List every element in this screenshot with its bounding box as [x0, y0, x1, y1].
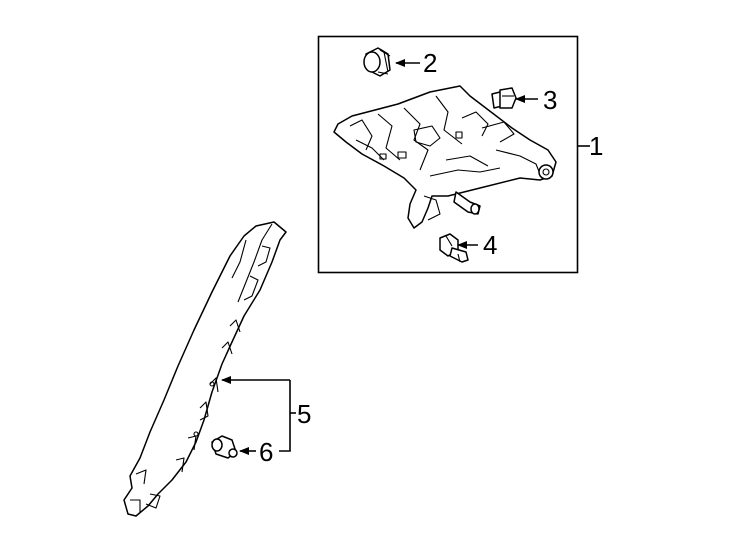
callout-2: 2 [423, 48, 437, 78]
callout-5: 5 [297, 399, 311, 429]
callout-3: 3 [543, 85, 557, 115]
callout-1: 1 [589, 131, 603, 161]
leader-lines [221, 59, 590, 455]
assembly-box [317, 35, 579, 274]
push-clip-2 [363, 47, 391, 77]
callout-4: 4 [483, 230, 497, 260]
lower-pillar-trim [123, 221, 287, 517]
upper-trim-panel [333, 85, 557, 229]
bolt-3 [491, 87, 517, 109]
callout-6: 6 [259, 437, 273, 467]
bolt-4 [439, 233, 469, 263]
clip-6 [211, 435, 238, 459]
